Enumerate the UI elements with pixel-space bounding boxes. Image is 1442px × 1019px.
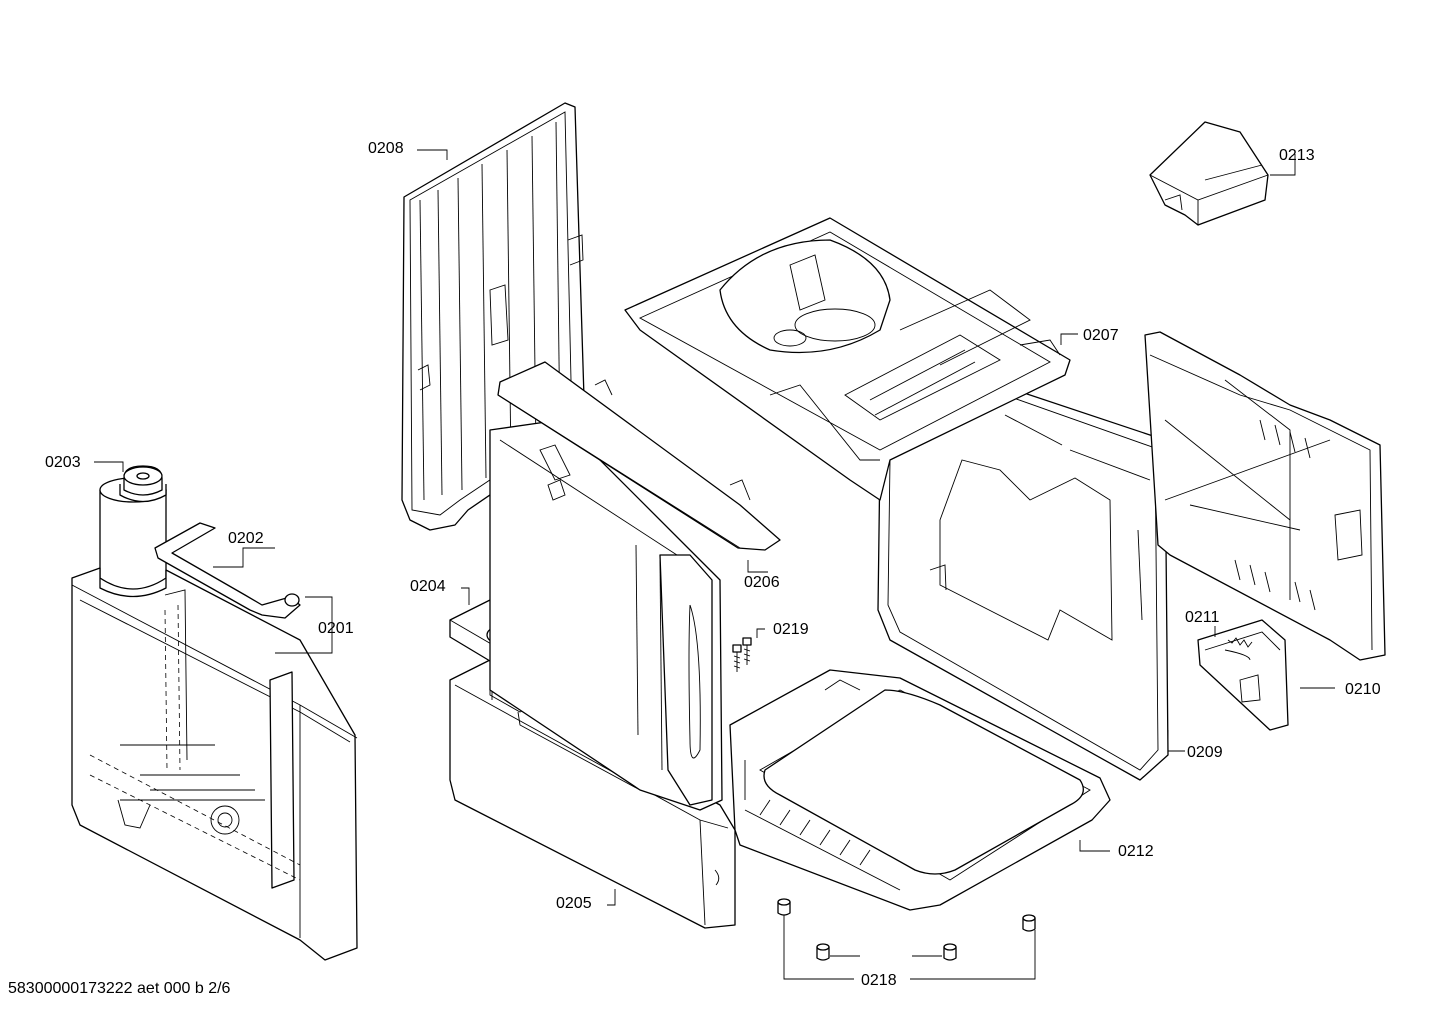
part-labels: 0208 0203 0202 0201 0204 0206 0219 0207 …: [45, 140, 1381, 989]
label-0201: 0201: [318, 620, 354, 637]
part-0206-front-panel: [489, 361, 781, 811]
part-0207-top-chassis: [624, 217, 1071, 501]
label-0218: 0218: [861, 972, 897, 989]
part-0212-base-tray: [729, 669, 1111, 911]
part-0219-screws: [732, 637, 752, 672]
label-0203: 0203: [45, 454, 81, 471]
label-0206: 0206: [744, 574, 780, 591]
part-0213-hopper: [1149, 121, 1269, 226]
label-0204: 0204: [410, 578, 446, 595]
drawing-id-footer: 58300000173222 aet 000 b 2/6: [8, 980, 231, 997]
label-0219: 0219: [773, 621, 809, 638]
label-0207: 0207: [1083, 327, 1119, 344]
label-0208: 0208: [368, 140, 404, 157]
label-0211: 0211: [1185, 609, 1220, 626]
label-0213: 0213: [1279, 147, 1315, 164]
part-0210-rear-panel: [1144, 331, 1386, 661]
part-0202-handle: [154, 522, 301, 619]
label-0210: 0210: [1345, 681, 1381, 698]
part-0211-latch: [1197, 619, 1289, 731]
part-0209-frame: [877, 384, 1169, 781]
part-0203-cap: [99, 465, 167, 590]
part-0201-water-tank: [71, 567, 358, 961]
label-0205: 0205: [556, 895, 592, 912]
label-0212: 0212: [1118, 843, 1154, 860]
label-0202: 0202: [228, 530, 264, 547]
label-0209: 0209: [1187, 744, 1223, 761]
leader-lines: [94, 149, 1335, 980]
part-0218-feet: [777, 898, 1036, 961]
